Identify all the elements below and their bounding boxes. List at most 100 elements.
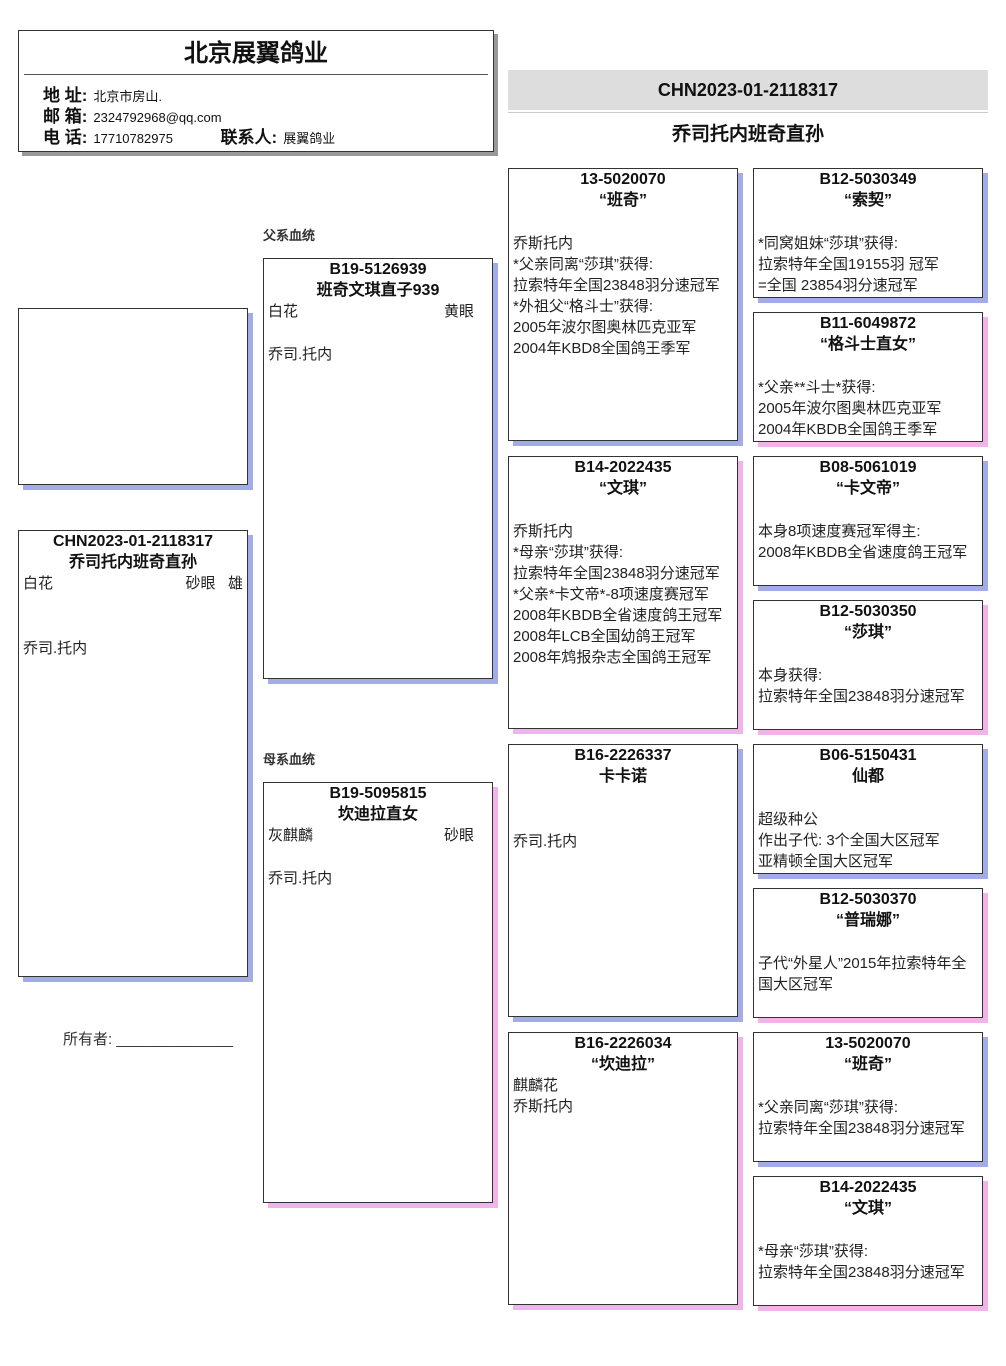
note-line: 2004年KBDB全国鸽王季军: [758, 421, 938, 438]
contact-label: 联系人:: [220, 128, 278, 147]
ring-number: B06-5150431: [819, 747, 917, 764]
ring-number: B14-2022435: [574, 459, 672, 476]
note-line: *外祖父“格斗士”获得:: [513, 298, 653, 315]
note-line: *父亲*卡文帝*-8项速度赛冠军: [513, 586, 709, 603]
gen4-box: B11-6049872 “格斗士直女” *父亲**斗士*获得: 2005年波尔图奥林匹…: [753, 312, 983, 442]
note-line: 拉索特年全国23848羽分速冠军: [758, 1120, 965, 1137]
address-value: 北京市房山.: [93, 89, 163, 104]
ring-number: B16-2226337: [574, 747, 672, 764]
owner-field: 所有者: ______________: [63, 1028, 233, 1049]
gen4-box: 13-5020070“班奇”*父亲同离“莎琪”获得:拉索特年全国23848羽分速…: [753, 1032, 983, 1162]
spacer: [754, 1219, 982, 1241]
note-line: *父亲同离“莎琪”获得:: [758, 1099, 898, 1116]
note-line: 拉索特年全国23848羽分速冠军: [513, 565, 720, 582]
pigeon-name: “文琪”: [598, 480, 647, 497]
spacer: [754, 787, 982, 809]
spacer: [754, 499, 982, 521]
sire-ring: B19-5126939: [329, 261, 427, 278]
note-line: 麒麟花: [513, 1077, 559, 1094]
ring-number: B14-2022435: [819, 1179, 917, 1196]
gen4-box: B08-5061019“卡文帝”本身8项速度赛冠军得主:2008年KBDB全省速…: [753, 456, 983, 586]
note-line: 超级种公: [758, 811, 819, 828]
gen4-box: B12-5030370 “普瑞娜” 子代“外星人”2015年拉索特年全国大区冠军: [753, 888, 983, 1018]
subject-strain: 乔司.托内: [23, 640, 88, 657]
gen4-box: B12-5030349“索契”*同窝姐妹“莎琪”获得:拉索特年全国19155羽 …: [753, 168, 983, 298]
email-value: 2324792968@qq.com: [93, 110, 222, 125]
dam-ring: B19-5095815: [329, 785, 427, 802]
note-line: 拉索特年全国23848羽分速冠军: [513, 277, 720, 294]
pigeon-name: 卡卡诺: [598, 768, 647, 785]
note-line: *父亲**斗士*获得:: [758, 379, 876, 396]
note-line: =全国 23854羽分速冠军: [758, 277, 918, 294]
gen4-box: B06-5150431 仙都超级种公作出子代: 3个全国大区冠军亚精顿全国大区冠军: [753, 744, 983, 874]
spacer: [509, 211, 737, 233]
title-divider: [508, 112, 988, 113]
subject-color: 白花: [23, 575, 54, 592]
gen3-box: B16-2226337 卡卡诺乔司.托内: [508, 744, 738, 1017]
note-line: 乔斯托内: [513, 235, 574, 252]
pigeon-name: “格斗士直女”: [819, 336, 916, 353]
header-divider: [24, 74, 488, 75]
phone-label: 电 话:: [43, 128, 88, 147]
email-label: 邮 箱:: [43, 107, 88, 126]
phone-value: 17710782975: [93, 131, 173, 146]
pigeon-name: “普瑞娜”: [835, 912, 900, 929]
pigeon-name: “文琪”: [843, 1200, 892, 1217]
pigeon-name: “莎琪”: [843, 624, 892, 641]
note-line: 2008年LCB全国幼鸽王冠军: [513, 628, 696, 645]
contact-value: 展翼鸽业: [283, 131, 336, 146]
dam-color: 灰麒麟: [268, 827, 314, 844]
pigeon-name: “坎迪拉”: [590, 1056, 655, 1073]
note-line: *同窝姐妹“莎琪”获得:: [758, 235, 898, 252]
note-line: *母亲“莎琪”获得:: [758, 1243, 868, 1260]
pigeon-title-name: 乔司托内班奇直孙: [671, 124, 824, 145]
spacer: [754, 355, 982, 377]
pigeon-name: “索契”: [843, 192, 892, 209]
subject-box: CHN2023-01-2118317 乔司托内班奇直孙 白花砂眼 雄 乔司.托内: [18, 530, 248, 977]
subject-sex: 雄: [227, 575, 243, 592]
spacer: [754, 931, 982, 953]
company-name: 北京展翼鸽业: [184, 40, 328, 67]
ring-number: B08-5061019: [819, 459, 917, 476]
note-line: *母亲“莎琪”获得:: [513, 544, 623, 561]
ring-number: B12-5030350: [819, 603, 917, 620]
note-line: 乔斯托内: [513, 1098, 574, 1115]
sire-line-label: 父系血统: [263, 228, 316, 243]
note-line: 2008年鸩报杂志全国鸽王冠军: [513, 649, 712, 666]
spacer: [754, 643, 982, 665]
note-line: 2008年KBDB全省速度鸽王冠军: [513, 607, 723, 624]
subject-ring: CHN2023-01-2118317: [52, 533, 214, 550]
dam-line-label: 母系血统: [263, 752, 316, 767]
pigeon-name: 仙都: [851, 768, 884, 785]
photo-box: [18, 308, 248, 485]
dam-name: 坎迪拉直女: [337, 806, 418, 823]
ring-number: B12-5030370: [819, 891, 917, 908]
ring-number: B11-6049872: [819, 315, 917, 332]
note-line: 拉索特年全国23848羽分速冠军: [758, 1264, 965, 1281]
owner-line: ______________: [116, 1031, 234, 1048]
note-line: 作出子代: 3个全国大区冠军: [758, 832, 940, 849]
sire-eye: 黄眼: [443, 303, 474, 320]
title-band: CHN2023-01-2118317: [508, 70, 988, 110]
note-line: 子代“外星人”2015年拉索特年全国大区冠军: [758, 955, 967, 993]
gen3-box: B16-2226034“坎迪拉”麒麟花乔斯托内: [508, 1032, 738, 1305]
owner-label: 所有者:: [63, 1031, 113, 1048]
sire-strain: 乔司.托内: [268, 346, 333, 363]
sire-color: 白花: [268, 303, 299, 320]
note-line: 本身8项速度赛冠军得主:: [758, 523, 921, 540]
note-line: 乔斯托内: [513, 523, 574, 540]
pigeon-name: “卡文帝”: [835, 480, 900, 497]
note-line: 亚精顿全国大区冠军: [758, 853, 894, 870]
pigeon-name: “班奇”: [598, 192, 647, 209]
note-line: [509, 809, 737, 831]
dam-strain: 乔司.托内: [268, 870, 333, 887]
breeder-header: 北京展翼鸽业 地 址:北京市房山. 邮 箱:2324792968@qq.com …: [18, 30, 494, 152]
note-line: 2005年波尔图奥林匹克亚军: [513, 319, 697, 336]
note-line: 2005年波尔图奥林匹克亚军: [758, 400, 942, 417]
address-label: 地 址:: [43, 86, 88, 105]
note-line: 乔司.托内: [513, 833, 578, 850]
note-line: *父亲同离“莎琪”获得:: [513, 256, 653, 273]
gen4-box: B12-5030350“莎琪”本身获得:拉索特年全国23848羽分速冠军: [753, 600, 983, 730]
pigeon-name: “班奇”: [843, 1056, 892, 1073]
